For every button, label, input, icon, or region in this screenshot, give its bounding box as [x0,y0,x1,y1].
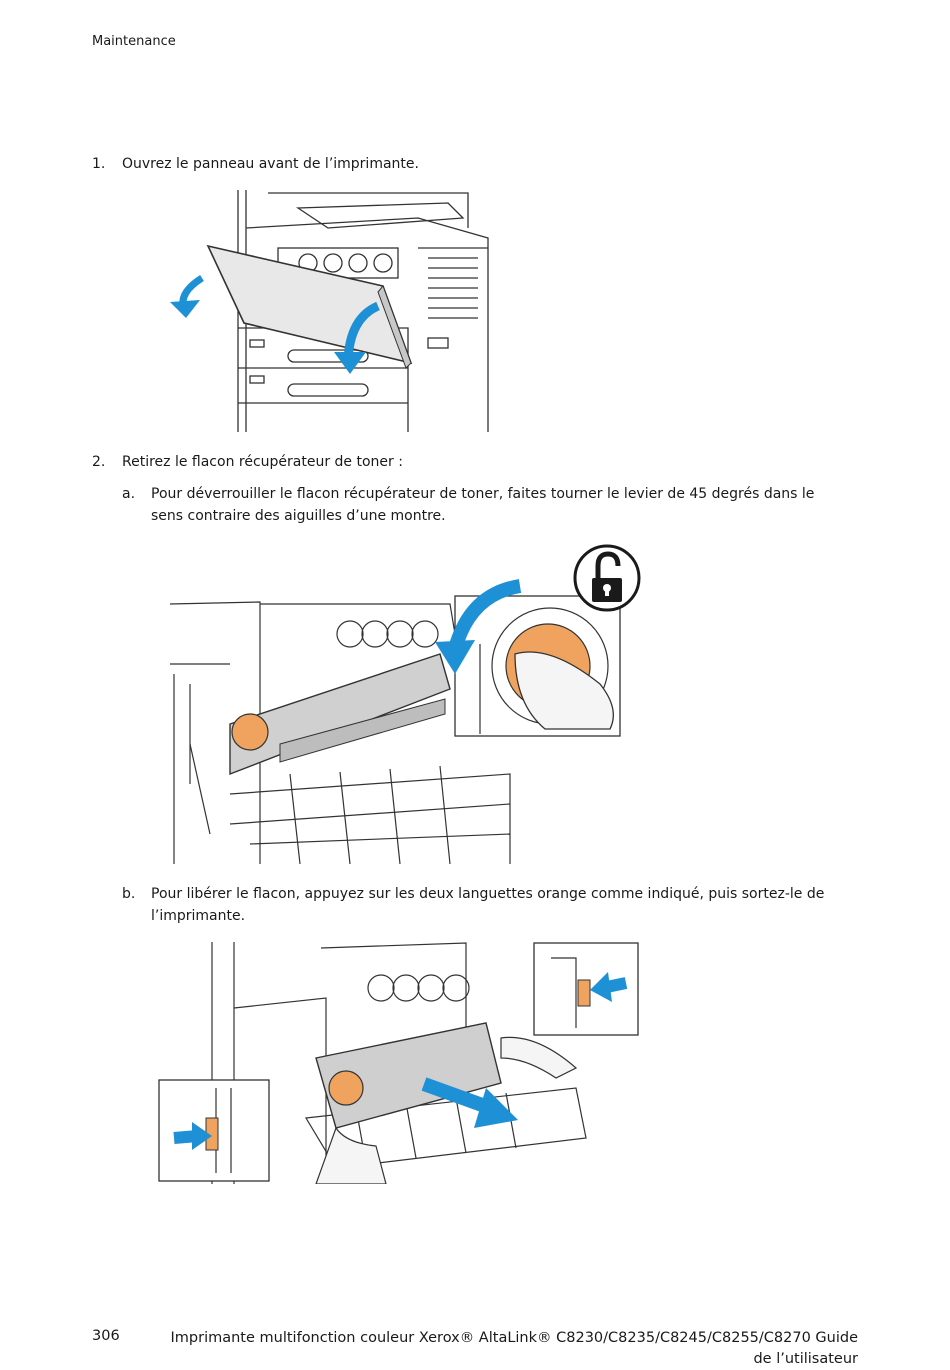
figure-unlock-waste-toner [170,544,645,864]
substep-a-text: Pour déverrouiller le flacon récupérateu… [151,486,815,524]
unlock-icon [573,544,641,612]
step-1-number: 1. [92,156,106,172]
page-number: 306 [92,1328,120,1344]
figure-remove-waste-toner [156,938,642,1184]
substep-b-text: Pour libérer le flacon, appuyez sur les … [151,886,825,924]
step-2-text: Retirez le flacon récupérateur de toner … [122,454,403,470]
step-2-number: 2. [92,454,106,470]
footer-title: Imprimante multifonction couleur Xerox® … [170,1330,858,1367]
substep-b-letter: b. [122,886,136,902]
running-header: Maintenance [92,34,176,49]
step-1-text: Ouvrez le panneau avant de l’imprimante. [122,156,419,172]
substep-a-letter: a. [122,486,136,502]
figure-open-front-panel [168,188,490,432]
